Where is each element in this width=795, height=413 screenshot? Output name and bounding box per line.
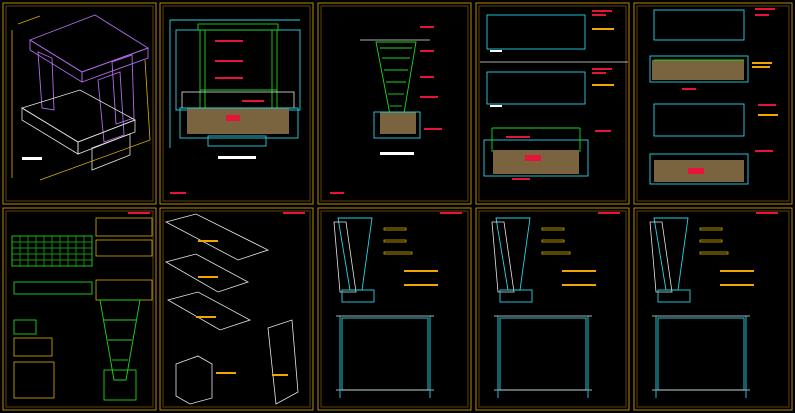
sheet-3-scale-bar (380, 152, 414, 155)
sheet-5-frame (633, 2, 793, 205)
sheet-4-plan-views (480, 10, 628, 180)
sheet-9-section-elevation (491, 212, 620, 398)
sheet-10-section-elevation (649, 212, 778, 398)
sheet-6-frame (2, 207, 157, 411)
sheet-10-frame (633, 207, 793, 411)
sheet-4-frame (475, 2, 630, 205)
sheet-3-frame (317, 2, 472, 205)
sheet-6-reinforcement-details (11, 212, 153, 401)
sheet-3-foundation-soil (380, 112, 416, 134)
sheet-1-frame (2, 2, 157, 205)
sheet-8-section-elevation (333, 212, 462, 398)
sheet-5-foundation-soil-a (652, 60, 744, 80)
sheet-1-scale-bar (22, 157, 42, 160)
sheet-8-frame (317, 207, 472, 411)
sheet-1-isometric-view (11, 14, 151, 181)
sheet-7-exploded-slabs (164, 212, 305, 405)
sheet-2-front-section (169, 19, 301, 194)
sheet-5-plans-sections (649, 8, 778, 185)
sheet-3-side-section (330, 26, 442, 194)
sheet-4-foundation-soil (493, 150, 579, 174)
sheet-9-frame (475, 207, 630, 411)
sheet-7-frame (159, 207, 314, 411)
sheet-2-scale-bar (218, 156, 256, 159)
sheet-2-frame (159, 2, 314, 205)
